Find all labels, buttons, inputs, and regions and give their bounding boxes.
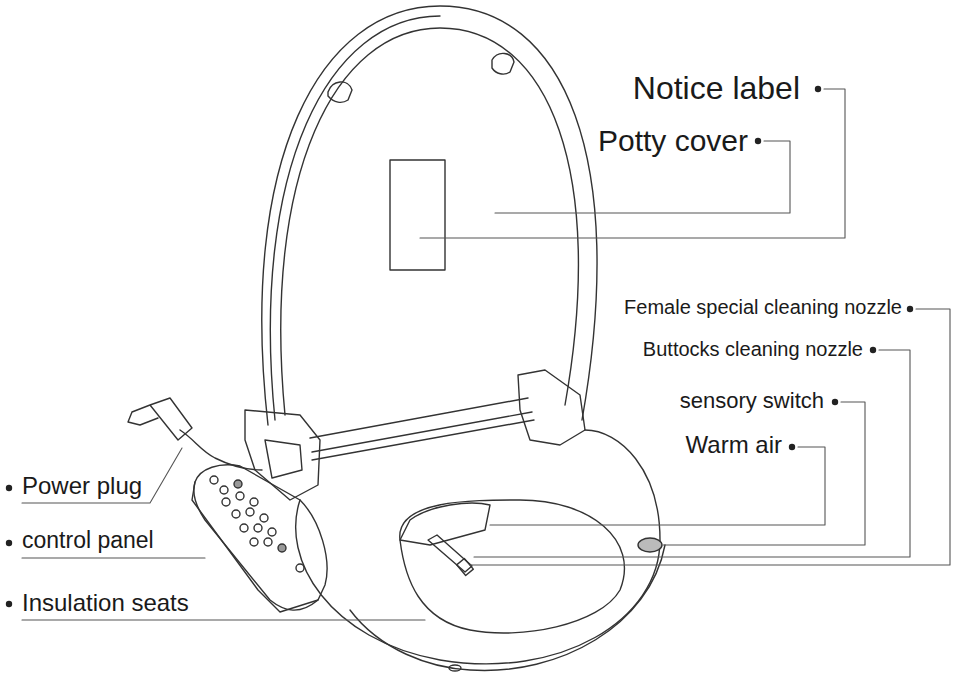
lid-hinge-knob xyxy=(328,82,352,102)
notice-label-rect xyxy=(390,160,445,270)
hinge-block xyxy=(265,440,302,478)
part-label: sensory switch xyxy=(680,388,824,413)
part-label: Warm air xyxy=(686,431,782,459)
seat-edge xyxy=(350,545,665,670)
lid-rim xyxy=(270,16,440,420)
sensor-circle xyxy=(638,538,662,552)
lid-inner xyxy=(281,28,579,415)
part-label: Buttocks cleaning nozzle xyxy=(643,338,863,361)
power-cord xyxy=(180,430,262,470)
nozzle-housing xyxy=(400,503,490,545)
hinge-bar xyxy=(310,398,534,460)
leader-dots xyxy=(6,86,913,607)
part-label: Potty cover xyxy=(598,124,748,159)
lid-outer xyxy=(262,6,597,425)
control-buttons xyxy=(210,476,304,572)
part-label: control panel xyxy=(22,527,154,553)
nozzle-tip xyxy=(457,558,474,575)
leader-lines xyxy=(22,89,950,620)
control-panel-side xyxy=(192,482,318,612)
seat-outer xyxy=(296,430,660,664)
part-label: Insulation seats xyxy=(22,589,189,617)
hinge-block xyxy=(518,370,585,445)
part-label: Female special cleaning nozzle xyxy=(624,296,902,319)
seat-foot xyxy=(449,665,461,671)
lid-hinge-knob xyxy=(492,53,514,74)
control-panel-body xyxy=(194,465,327,610)
nozzle-arm xyxy=(428,535,472,572)
power-plug xyxy=(128,398,192,440)
part-label: Notice label xyxy=(633,70,800,107)
seat-opening xyxy=(400,500,625,633)
part-label: Power plug xyxy=(22,472,142,500)
hinge-block xyxy=(245,410,320,500)
